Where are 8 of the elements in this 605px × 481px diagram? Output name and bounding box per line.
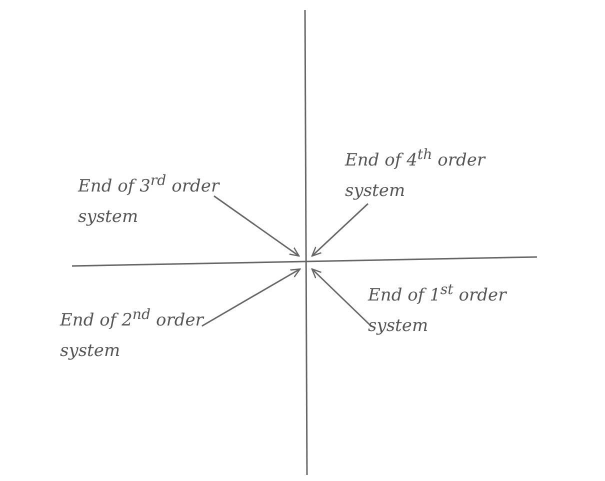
- arrow: [311, 203, 369, 257]
- handwritten-label: End of 4$^{th}$ order system: [345, 146, 487, 203]
- arrow: [202, 268, 301, 327]
- arrow: [214, 195, 300, 257]
- handwritten-label: End of 1$^{st}$ order system: [368, 281, 508, 338]
- handwritten-label: End of 2$^{nd}$ order system: [60, 306, 206, 363]
- arrow: [311, 268, 371, 326]
- handwritten-label: End of 3$^{rd}$ order system: [78, 172, 221, 229]
